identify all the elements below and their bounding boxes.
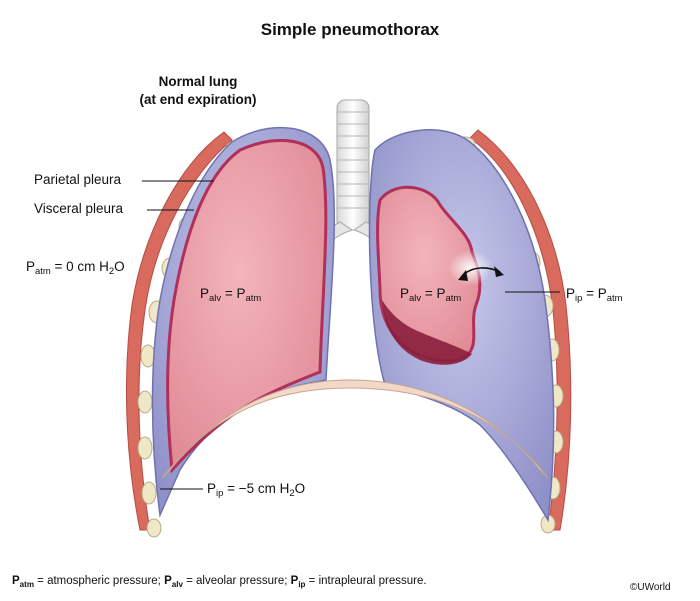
page-title: Simple pneumothorax: [260, 20, 440, 39]
normal-lung-heading: Normal lung (at end expiration): [113, 73, 283, 109]
left-lung: [166, 138, 328, 474]
diaphragm: [161, 379, 549, 479]
left-chest-wall: [125, 131, 233, 531]
normal-lung-line2: (at end expiration): [139, 92, 257, 107]
left-pip-label: Pip = −5 cm H2O: [207, 481, 306, 499]
double-arrow-icon: [458, 266, 504, 281]
right-chest-wall: [469, 129, 572, 531]
footer-legend: Patm = atmospheric pressure; Palv = alve…: [12, 575, 427, 589]
patm-label: Patm = 0 cm H2O: [26, 259, 125, 277]
copyright: ©UWorld: [630, 582, 671, 593]
right-pip-label: Pip = Patm: [566, 286, 623, 304]
right-palv-label: Palv = Patm: [400, 286, 462, 304]
left-palv-label: Palv = Patm: [200, 286, 262, 304]
visceral-pleura-label: Visceral pleura: [34, 201, 124, 216]
leak-highlight: [448, 250, 492, 286]
right-lung-shadow: [382, 300, 472, 365]
leader-lines: [142, 180, 560, 490]
parietal-pleura-label: Parietal pleura: [34, 172, 122, 187]
right-lung-collapsed: [376, 185, 482, 363]
normal-lung-line1: Normal lung: [158, 74, 238, 89]
